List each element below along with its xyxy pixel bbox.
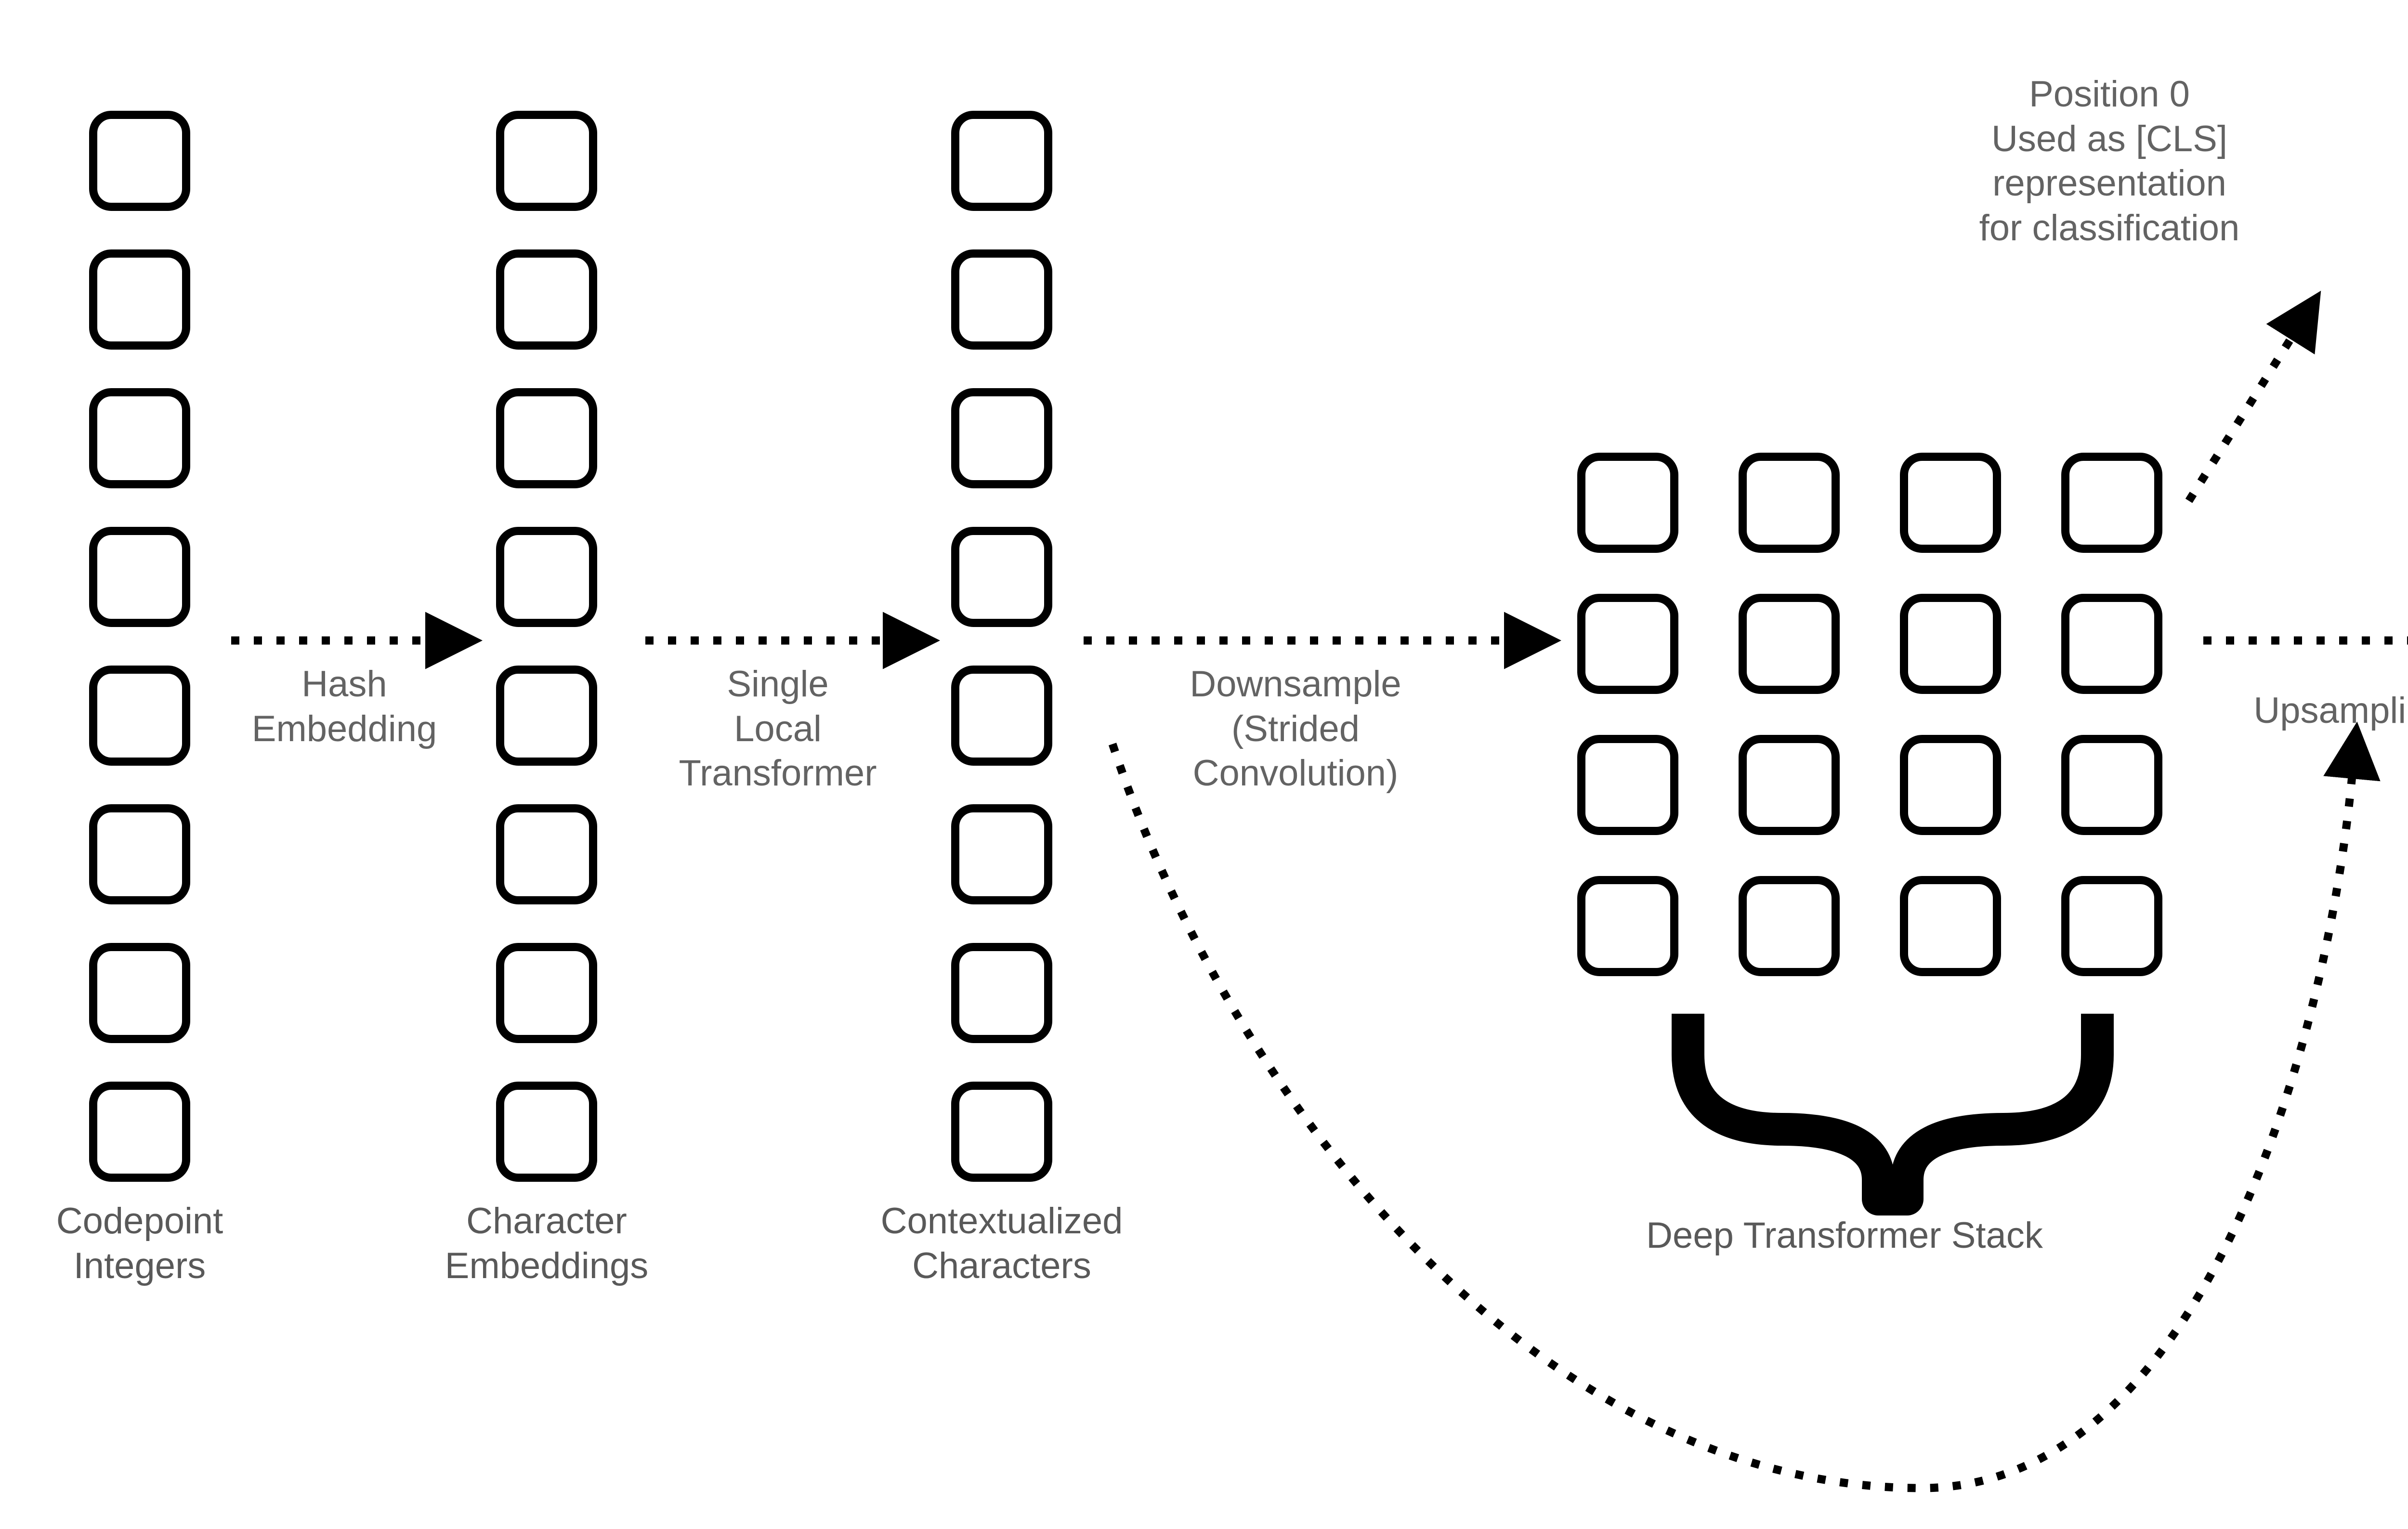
cell bbox=[951, 388, 1052, 488]
cell bbox=[951, 527, 1052, 627]
cell bbox=[1577, 453, 1678, 553]
cell bbox=[89, 804, 190, 904]
cell bbox=[89, 249, 190, 350]
cell bbox=[1577, 594, 1678, 694]
cell bbox=[2061, 876, 2162, 976]
cell bbox=[951, 1082, 1052, 1182]
cell bbox=[496, 249, 597, 350]
cell bbox=[1900, 876, 2001, 976]
cell bbox=[89, 527, 190, 627]
cell bbox=[89, 1082, 190, 1182]
cell bbox=[89, 943, 190, 1043]
cell bbox=[1900, 735, 2001, 835]
column-contextualized-characters bbox=[951, 111, 1052, 1182]
cell bbox=[951, 666, 1052, 766]
cell bbox=[1577, 876, 1678, 976]
arrow-label-single-local-transformer: Single Local Transformer bbox=[679, 664, 877, 794]
cell bbox=[2061, 453, 2162, 553]
cell bbox=[496, 527, 597, 627]
caption-codepoint-integers: Codepoint Integers bbox=[56, 1201, 223, 1286]
cell bbox=[496, 1082, 597, 1182]
cell bbox=[951, 249, 1052, 350]
cell bbox=[1900, 594, 2001, 694]
cell bbox=[496, 804, 597, 904]
cell bbox=[1739, 594, 1840, 694]
cell bbox=[1739, 735, 1840, 835]
cell bbox=[1577, 735, 1678, 835]
column-codepoint-integers bbox=[89, 111, 190, 1182]
arrow-cls-pointer bbox=[2185, 290, 2321, 503]
caption-character-embeddings: Character Embeddings bbox=[445, 1201, 649, 1286]
cell bbox=[2061, 735, 2162, 835]
cell bbox=[1900, 453, 2001, 553]
cell bbox=[2061, 594, 2162, 694]
column-character-embeddings bbox=[496, 111, 597, 1182]
cell bbox=[951, 804, 1052, 904]
cell bbox=[1739, 876, 1840, 976]
caption-contextualized-characters: Contextualized Characters bbox=[880, 1201, 1123, 1286]
cell bbox=[951, 943, 1052, 1043]
grid-deep-transformer-stack bbox=[1577, 453, 2162, 976]
annotation-cls-note: Position 0 Used as [CLS] representation … bbox=[1979, 74, 2240, 249]
cell bbox=[89, 111, 190, 211]
cell bbox=[496, 666, 597, 766]
cell bbox=[89, 666, 190, 766]
cell bbox=[1739, 453, 1840, 553]
cell bbox=[496, 111, 597, 211]
cell bbox=[496, 388, 597, 488]
arrow-label-hash-embedding: Hash Embedding bbox=[251, 664, 437, 749]
arrow-label-upsampling: Upsampling bbox=[2253, 690, 2408, 731]
cell bbox=[496, 943, 597, 1043]
cell bbox=[951, 111, 1052, 211]
arrow-label-downsample: Downsample (Strided Convolution) bbox=[1190, 664, 1401, 794]
cell bbox=[89, 388, 190, 488]
brace-deep-stack bbox=[1672, 1014, 2114, 1215]
caption-deep-transformer-stack: Deep Transformer Stack bbox=[1646, 1215, 2043, 1256]
